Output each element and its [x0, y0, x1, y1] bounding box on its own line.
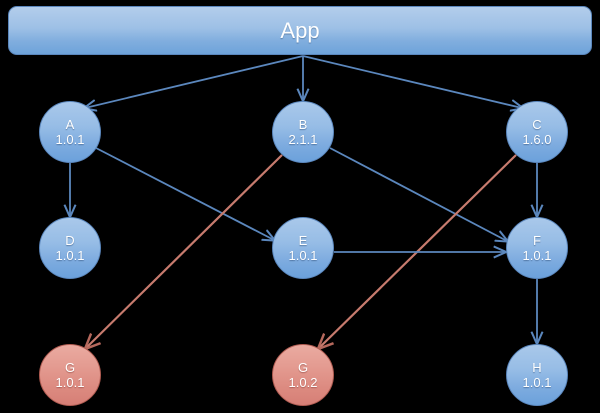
- edge-app-to-C: [302, 55, 522, 108]
- node-version: 1.6.0: [522, 132, 552, 147]
- node-name: G: [64, 359, 76, 375]
- node-name: D: [65, 232, 75, 248]
- node-name: E: [298, 232, 308, 248]
- edge-B-to-G1: [86, 154, 283, 348]
- node-version: 1.0.1: [288, 248, 318, 263]
- app-root-label: App: [280, 17, 320, 43]
- node-version: 1.0.1: [55, 248, 85, 263]
- node-version: 1.0.1: [55, 132, 85, 147]
- node-name: G: [297, 359, 309, 375]
- node-version: 1.0.1: [55, 375, 85, 390]
- node-version: 1.0.2: [288, 375, 318, 390]
- app-root-box[interactable]: App: [8, 6, 592, 55]
- node-name: B: [298, 116, 308, 132]
- node-version: 2.1.1: [288, 132, 318, 147]
- edge-B-to-F: [329, 147, 507, 241]
- node-name: F: [533, 232, 541, 248]
- node-name: C: [532, 116, 542, 132]
- node-name: H: [532, 359, 542, 375]
- edge-app-to-A: [85, 55, 304, 108]
- node-version: 1.0.1: [522, 375, 552, 390]
- node-version: 1.0.1: [522, 248, 552, 263]
- edge-A-to-E: [95, 147, 274, 240]
- node-name: A: [65, 116, 75, 132]
